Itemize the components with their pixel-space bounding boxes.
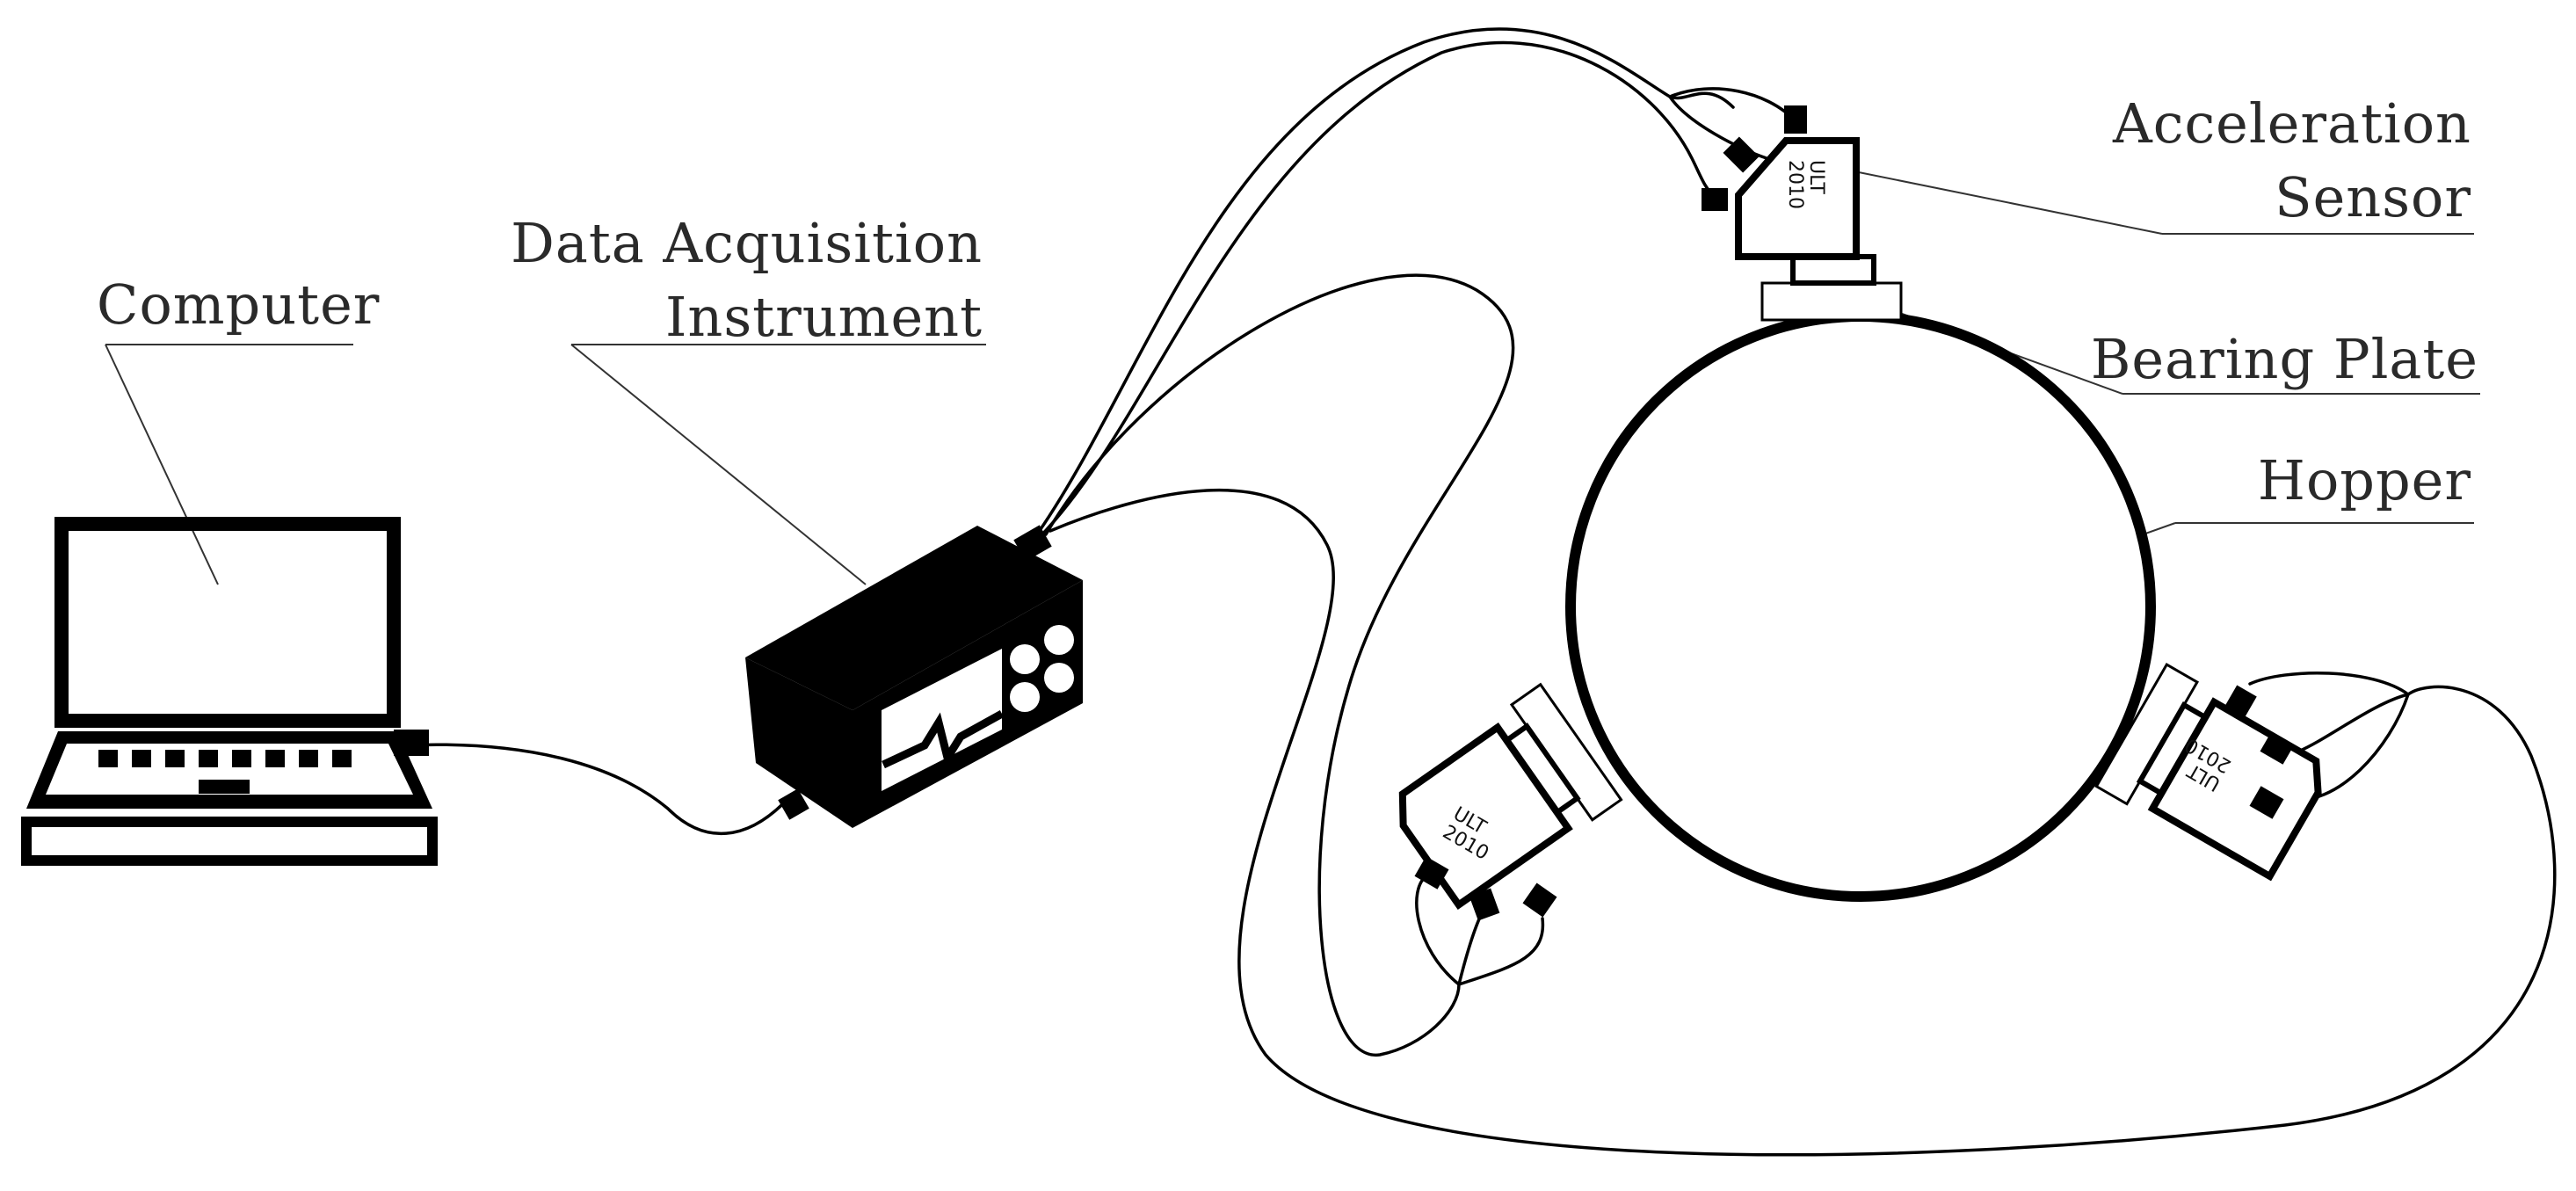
computer-leader-line [105, 344, 219, 585]
cable-right-sensor-branch-1 [2248, 671, 2410, 696]
sensor-top-connector-2 [1723, 136, 1760, 173]
data-acquisition-instrument [745, 525, 1083, 828]
label-computer: Computer [97, 272, 380, 585]
cable-top-sensor-branch [1668, 95, 1768, 160]
sensor-leader-line [1854, 171, 2163, 235]
sensor-top-connector-1 [1784, 105, 1807, 134]
daq-top-face [745, 526, 1083, 710]
sensor-left-connector-1 [1414, 856, 1449, 890]
daq-knob-1 [1010, 644, 1040, 674]
daq-label-line1: Data Acquisition [511, 211, 983, 275]
hopper-label: Hopper [2258, 448, 2471, 512]
label-bearing-plate: Bearing Plate [1884, 307, 2480, 395]
sensor-top-body [1735, 137, 1860, 260]
cable-left-sensor-branch-2 [1457, 908, 1485, 986]
laptop-front-edge [21, 817, 438, 866]
hopper-circle [1565, 311, 2156, 902]
cable-top-sensor-branch-2 [1668, 87, 1795, 120]
sensor-top-marking: ULT 2010 [1784, 160, 1827, 209]
sensor-top-number: 2010 [1784, 160, 1806, 209]
bearing-plate-top [1760, 281, 1903, 322]
daq-side-face [745, 657, 853, 828]
label-acceleration-sensor: Acceleration Sensor [1854, 91, 2474, 235]
sensor-left-connector-2 [1469, 888, 1500, 921]
sensor-label-line1: Acceleration [2112, 91, 2471, 156]
laptop-keys [98, 750, 352, 794]
sensor-top-mount [1790, 254, 1876, 286]
hopper [1565, 311, 2156, 902]
label-data-acquisition-instrument: Data Acquisition Instrument [511, 211, 986, 585]
acceleration-sensor-top: ULT 2010 [1702, 105, 1903, 322]
sensor-right-connector-3 [2249, 786, 2284, 819]
cable-right-sensor-branch-2 [2297, 693, 2410, 753]
daq-knob-2 [1044, 625, 1074, 655]
acceleration-sensor-left [1398, 682, 1623, 911]
cable-daq-to-top-sensor-2 [1037, 40, 1716, 540]
cables [403, 27, 2557, 1157]
daq-port-bottom [778, 788, 809, 820]
sensor-right-connector-2 [2260, 731, 2295, 765]
bearing-plate-label: Bearing Plate [2091, 327, 2478, 391]
sensor-left-connector-3 [1522, 882, 1557, 918]
daq-leader-line [570, 344, 867, 585]
laptop-screen [54, 517, 401, 728]
daq-waveform-icon [882, 710, 1005, 769]
cable-daq-to-right-sensor [1049, 488, 2557, 1157]
cable-daq-to-top-sensor-1 [1031, 27, 1735, 542]
cable-left-sensor-branch-3 [1457, 917, 1545, 986]
daq-knob-3 [1010, 682, 1040, 712]
laptop-computer [21, 517, 438, 866]
cable-daq-to-left-sensor [1044, 273, 1515, 1057]
laptop-port [394, 730, 429, 756]
sensor-top-connector-3 [1702, 188, 1728, 211]
computer-label: Computer [97, 272, 380, 337]
daq-knob-4 [1044, 663, 1074, 693]
sensor-top-name: ULT [1805, 160, 1827, 194]
daq-label-line2: Instrument [665, 285, 983, 349]
cable-laptop-to-daq [403, 743, 793, 835]
cable-left-sensor-branch-1 [1415, 873, 1461, 986]
sensor-label-line2: Sensor [2275, 165, 2471, 229]
sensor-right-connector-1 [2224, 685, 2257, 720]
